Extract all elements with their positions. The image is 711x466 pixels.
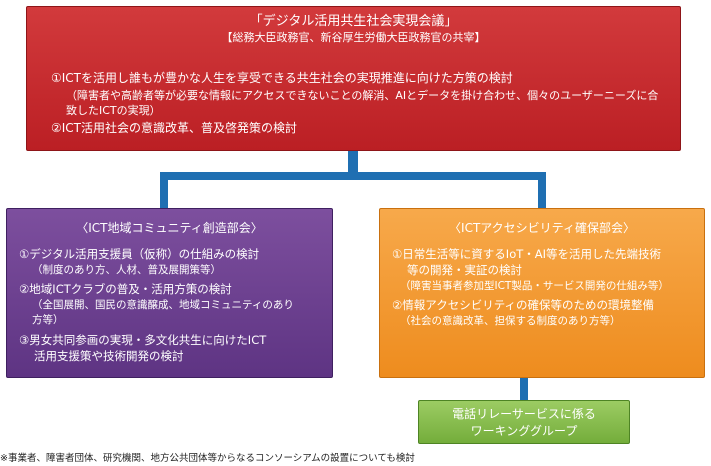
accessibility-subcommittee-title: 〈ICTアクセシビリティ確保部会〉 (449, 221, 635, 235)
connector-horizontal (160, 172, 546, 180)
council-title: 「デジタル活用共生社会実現会議」 (249, 14, 458, 29)
community-item-3-line2: 活用支援策や技術開発の検討 (34, 349, 184, 363)
community-item-1: ①デジタル活用支援員（仮称）の仕組みの検討 (19, 247, 260, 261)
council-item-2: ②ICT活用社会の意識改革、普及啓発策の検討 (51, 121, 298, 135)
accessibility-item-1-line1: ①日常生活等に資するIoT・AI等を活用した先端技術 (392, 247, 662, 261)
community-item-2-detail-line2: 方等） (32, 314, 64, 326)
community-item-1-detail: （制度のあり方、人材、普及展開策等） (32, 264, 221, 276)
accessibility-item-2-detail: （社会の意識改革、担保する制度のあり方等） (400, 315, 621, 327)
connector-bottom-vertical (520, 378, 528, 401)
connector-top-vertical (348, 151, 358, 176)
council-item-1: ①ICTを活用し誰もが豊かな人生を享受できる共生社会の実現推進に向けた方策の検討 (51, 71, 513, 85)
community-item-2: ②地域ICTクラブの普及・活用方策の検討 (19, 282, 232, 296)
working-group-line2: ワーキンググループ (470, 424, 578, 438)
working-group-line1: 電話リレーサービスに係る (452, 407, 596, 421)
community-subcommittee-box: 〈ICT地域コミュニティ創造部会〉 ①デジタル活用支援員（仮称）の仕組みの検討 … (6, 208, 333, 378)
accessibility-item-2: ②情報アクセシビリティの確保等のための環境整備 (392, 298, 655, 312)
community-subcommittee-title: 〈ICT地域コミュニティ創造部会〉 (76, 221, 263, 235)
footnote: ※事業者、障害者団体、研究機関、地方公共団体等からなるコンソーシアムの設置につい… (0, 453, 415, 464)
connector-left-vertical (160, 172, 168, 209)
connector-right-vertical (538, 172, 546, 209)
council-box: 「デジタル活用共生社会実現会議」 【総務大臣政務官、新谷厚生労働大臣政務官の共宰… (26, 6, 681, 151)
relay-service-working-group-box: 電話リレーサービスに係る ワーキンググループ (418, 400, 630, 444)
accessibility-item-1-line2: 等の開発・実証の検討 (407, 263, 522, 277)
council-chairs: 【総務大臣政務官、新谷厚生労働大臣政務官の共宰】 (221, 31, 486, 44)
accessibility-subcommittee-box: 〈ICTアクセシビリティ確保部会〉 ①日常生活等に資するIoT・AI等を活用した… (379, 208, 705, 378)
accessibility-item-1-detail: （障害当事者参加型ICT製品・サービス開発の仕組み等） (400, 280, 669, 292)
council-item-1-detail: （障害者や高齢者等が必要な情報にアクセスできないことの解消、AIとデータを掛け合… (66, 89, 659, 117)
community-item-3-line1: ③男女共同参画の実現・多文化共生に向けたICT (19, 333, 267, 347)
community-item-2-detail-line1: （全国展開、国民の意識醸成、地域コミュニティのあり (32, 299, 294, 311)
